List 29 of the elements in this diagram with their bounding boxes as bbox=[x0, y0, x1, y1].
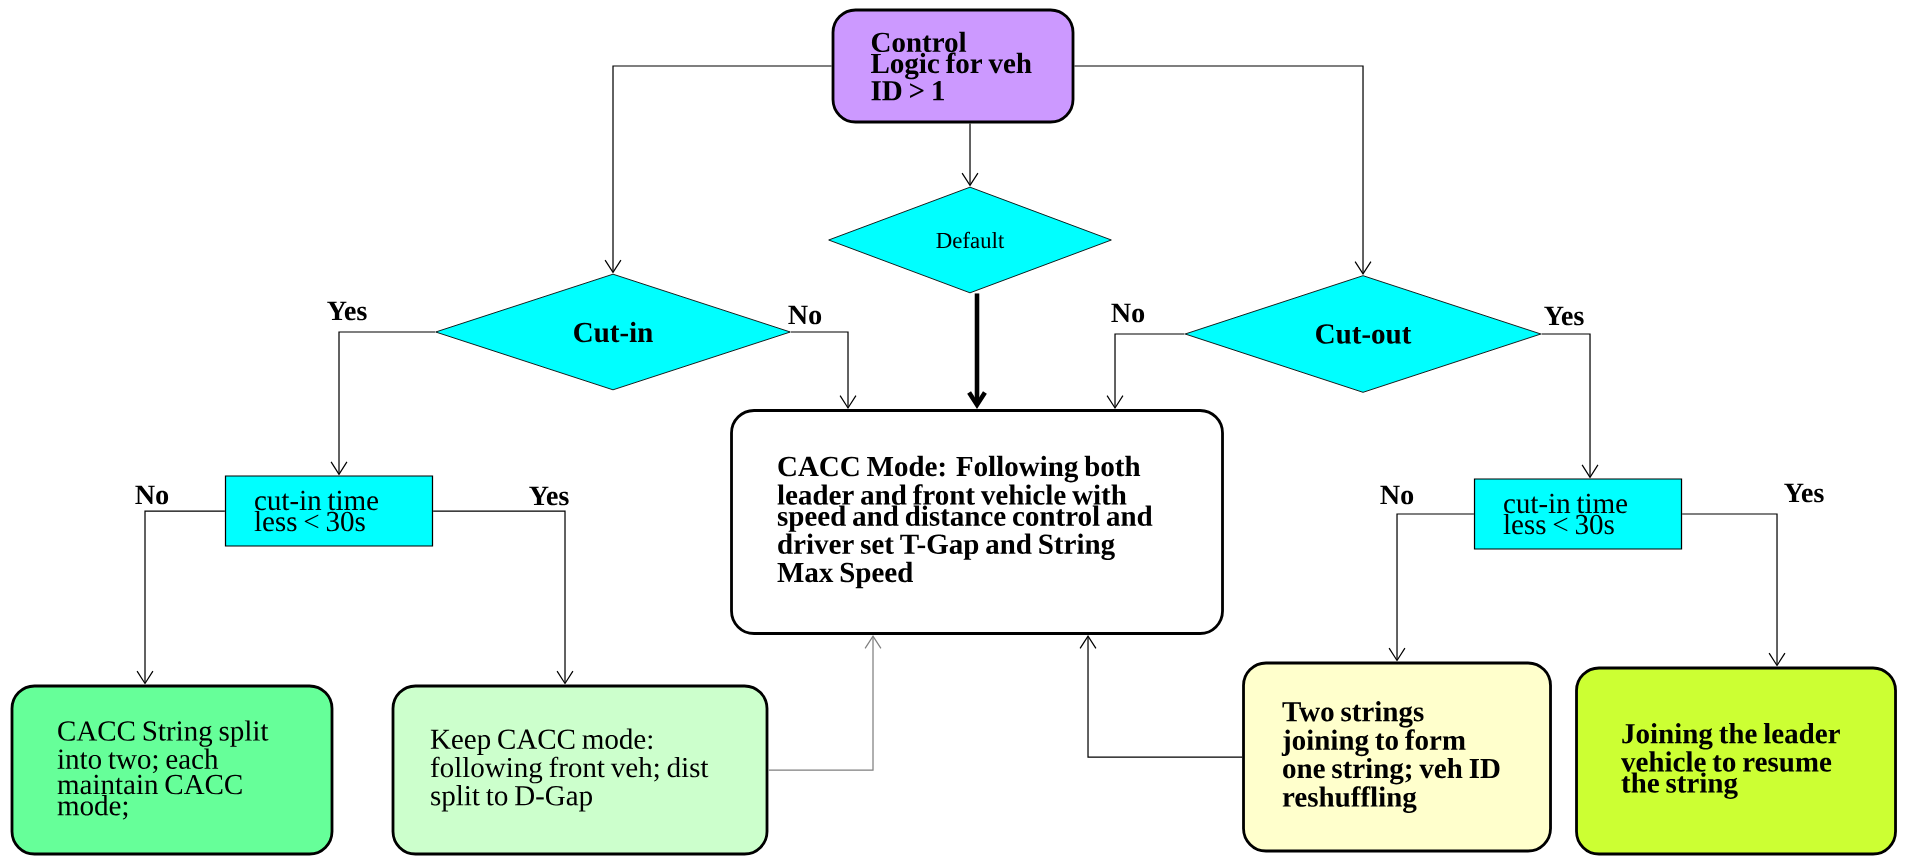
arrow bbox=[767, 634, 882, 771]
edge-label: No bbox=[1109, 301, 1147, 325]
arrow bbox=[432, 510, 574, 685]
arrow bbox=[136, 510, 226, 685]
outcome-box: CACC String split into two; each maintain CACC mode; bbox=[10, 684, 334, 856]
arrow bbox=[967, 293, 987, 410]
arrow bbox=[1681, 513, 1786, 667]
edge-label: Yes bbox=[526, 484, 572, 508]
arrow bbox=[1079, 634, 1243, 758]
process-box: CACC Mode: Following both leader and front vehicle with speed and distance control and driver set T-Gap and String Max Speed bbox=[730, 409, 1224, 635]
arrow bbox=[961, 122, 979, 187]
edge-label: No bbox=[133, 483, 171, 507]
edge-label: Yes bbox=[1781, 481, 1827, 505]
condition-box: cut-in time less < 30s bbox=[224, 475, 434, 547]
edge-label: Yes bbox=[1541, 304, 1587, 328]
arrow bbox=[1388, 513, 1475, 662]
edge-label: No bbox=[1378, 483, 1416, 507]
arrow bbox=[1106, 333, 1186, 410]
arrow bbox=[1073, 65, 1372, 276]
start-box: Control Logic for veh ID > 1 bbox=[831, 8, 1075, 124]
arrow bbox=[604, 65, 833, 274]
arrow bbox=[1540, 333, 1599, 479]
outcome-box: Joining the leader vehicle to resume the string bbox=[1575, 666, 1897, 856]
outcome-box: Two strings joining to form one string; veh ID reshuffling bbox=[1242, 661, 1552, 853]
outcome-box: Keep CACC mode: following front veh; dist split to D-Gap bbox=[391, 684, 769, 856]
arrow bbox=[330, 331, 436, 476]
edge-label: Yes bbox=[324, 299, 370, 323]
condition-box: cut-in time less < 30s bbox=[1473, 478, 1683, 550]
arrow bbox=[790, 331, 857, 410]
